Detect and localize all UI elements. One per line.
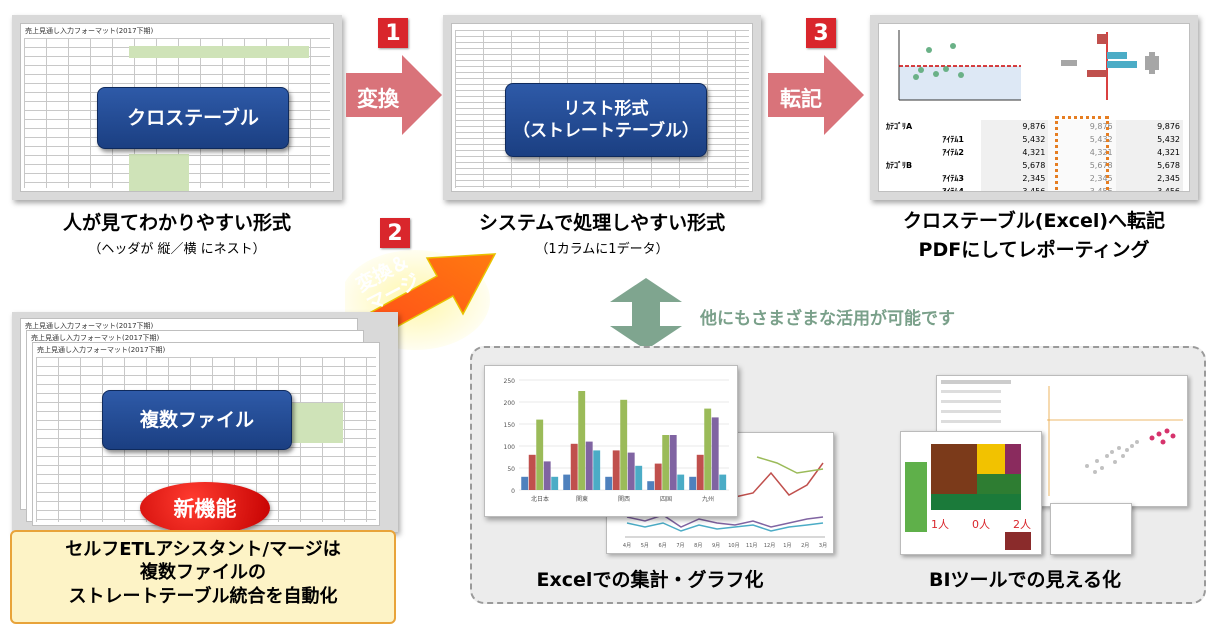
multi-file-screenshot: 売上見通し入力フォーマット(2017下期) 売上見通し入力フォーマット(2017… — [12, 312, 398, 532]
step-3-badge: 3 — [806, 18, 836, 48]
line-x-tick: 9月 — [712, 543, 720, 549]
new-feature-badge: 新機能 — [140, 482, 270, 534]
bar — [635, 465, 643, 490]
line-x-tick: 10月 — [728, 543, 739, 549]
step-1-badge: 1 — [378, 18, 408, 48]
bar — [543, 461, 551, 490]
double-arrow-icon — [610, 278, 682, 350]
bar — [654, 463, 662, 490]
report-bars — [1061, 32, 1159, 100]
bar — [620, 399, 628, 490]
bar-y-tick: 150 — [504, 422, 516, 429]
line-x-tick: 2月 — [801, 543, 809, 549]
bar — [696, 454, 704, 490]
merge-note: セルフETLアシスタント/マージは 複数ファイルの ストレートテーブル統合を自動… — [10, 530, 396, 624]
line-x-tick: 12月 — [764, 543, 775, 549]
bar-chart: 0 50 100 150 200 250 北日本 関東 関西 四国 九州 — [504, 378, 729, 503]
bi-kpi-3: 2人 — [1013, 518, 1031, 531]
bi-kpi-1: 1人 — [931, 518, 949, 531]
crosstab-label: クロステーブル — [97, 87, 289, 149]
bar — [570, 443, 578, 490]
arrow-transcribe-label: 転記 — [780, 87, 822, 111]
arrow-convert-label: 変換 — [357, 87, 399, 111]
bar-x-tick: 関東 — [576, 495, 588, 503]
bar-x-tick: 四国 — [660, 496, 672, 503]
bar — [612, 450, 620, 490]
line-x-tick: 1月 — [783, 543, 791, 549]
bar-y-tick: 100 — [504, 444, 516, 451]
line-x-tick: 6月 — [659, 543, 667, 549]
excel-caption: Excelでの集計・グラフ化 — [536, 569, 764, 591]
line-x-tick: 5月 — [641, 543, 649, 549]
bi-dashboard: 1人 0人 2人 — [900, 375, 1188, 555]
bar — [719, 474, 727, 490]
bar — [528, 454, 536, 490]
bar-x-tick: 関西 — [618, 496, 630, 503]
crosstab-caption: 人が見てわかりやすい形式 （ヘッダが 縦／横 にネスト） — [62, 212, 291, 257]
bar — [593, 450, 601, 490]
bar-chart-card: 0 50 100 150 200 250 北日本 関東 関西 四国 九州 — [484, 365, 738, 517]
line-x-tick: 4月 — [623, 543, 631, 549]
bar — [563, 474, 571, 490]
bar — [551, 476, 559, 490]
bar — [536, 419, 544, 490]
bar-y-tick: 250 — [504, 378, 516, 385]
list-caption: システムで処理しやすい形式 （1カラムに1データ） — [478, 212, 726, 257]
bar — [627, 452, 635, 490]
bar — [605, 476, 613, 490]
arrow-convert — [346, 55, 442, 135]
multi-file-label: 複数ファイル — [102, 390, 292, 450]
bar — [578, 391, 586, 490]
line-x-tick: 11月 — [746, 543, 757, 549]
line-x-tick: 8月 — [694, 543, 702, 549]
bar-y-tick: 50 — [507, 466, 515, 473]
line-x-tick: 7月 — [676, 543, 684, 549]
bi-caption: BIツールでの見える化 — [929, 569, 1121, 591]
arrow-transcribe — [768, 55, 864, 135]
report-scatter — [898, 30, 1021, 101]
bar — [662, 435, 670, 490]
bar — [711, 417, 719, 490]
step-2-badge: 2 — [380, 218, 410, 248]
list-label: リスト形式 （ストレートテーブル） — [505, 83, 707, 157]
report-caption: クロステーブル(Excel)へ転記 PDFにしてレポーティング — [902, 210, 1166, 261]
bar — [704, 408, 712, 490]
list-screenshot: リスト形式 （ストレートテーブル） — [443, 15, 761, 200]
bar-y-tick: 200 — [504, 400, 516, 407]
bar — [689, 476, 697, 490]
crosstab-screenshot: 売上見通し入力フォーマット(2017下期) クロステーブル — [12, 15, 342, 200]
bi-scatter — [941, 380, 1183, 496]
report-highlight-box — [1055, 116, 1109, 191]
bar — [521, 476, 529, 490]
bi-kpi-2: 0人 — [972, 518, 990, 531]
bar — [585, 441, 593, 490]
bar-x-tick: 九州 — [702, 495, 714, 503]
bar — [647, 481, 655, 490]
bar — [677, 474, 685, 490]
bar-x-tick: 北日本 — [531, 495, 549, 503]
bar-y-tick: 0 — [511, 488, 515, 495]
crosstab-sheet-title: 売上見通し入力フォーマット(2017下期) — [25, 27, 154, 35]
line-x-tick: 3月 — [819, 543, 827, 549]
bar — [669, 435, 677, 490]
other-uses-heading: 他にもさまざまな活用が可能です — [700, 309, 955, 329]
